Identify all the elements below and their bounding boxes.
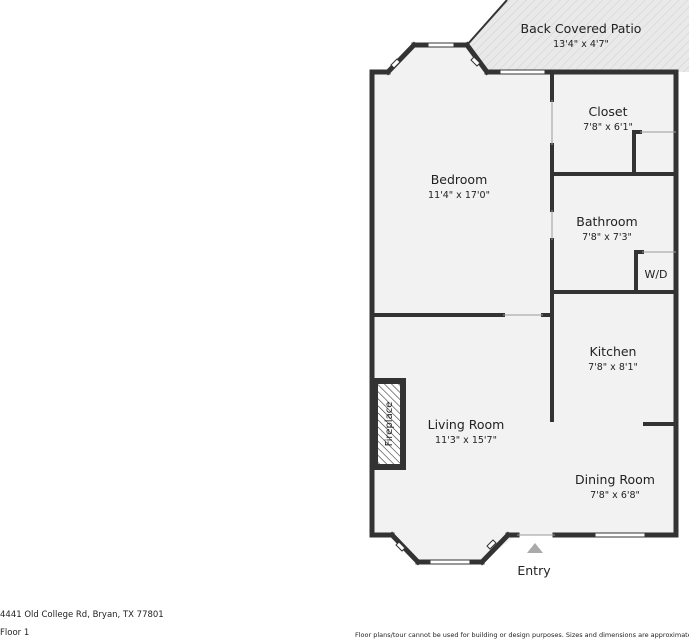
living-dims: 11'3" x 15'7" xyxy=(435,435,497,446)
bathroom-name: Bathroom xyxy=(576,214,637,229)
dining-name: Dining Room xyxy=(575,472,655,487)
entry-label: Entry xyxy=(517,563,551,578)
wd-label: W/D xyxy=(644,268,667,281)
closet-name: Closet xyxy=(589,104,628,119)
entry-arrow-icon xyxy=(527,543,543,553)
bathroom-dims: 7'8" x 7'3" xyxy=(582,232,632,243)
floor-label: Floor 1 xyxy=(0,628,30,638)
patio-edge xyxy=(466,0,508,46)
patio-dims: 13'4" x 4'7" xyxy=(553,39,609,50)
property-address: 4441 Old College Rd, Bryan, TX 77801 xyxy=(0,610,164,620)
disclaimer-text: Floor plans/tour cannot be used for buil… xyxy=(355,631,689,639)
fireplace-label: Fireplace xyxy=(384,402,395,447)
bedroom-name: Bedroom xyxy=(431,172,488,187)
windows xyxy=(390,42,646,565)
exterior-walls xyxy=(369,41,679,566)
kitchen-name: Kitchen xyxy=(590,344,637,359)
kitchen-dims: 7'8" x 8'1" xyxy=(588,362,638,373)
interior-walls xyxy=(370,70,678,426)
closet-dims: 7'8" x 6'1" xyxy=(583,122,633,133)
fireplace: Fireplace xyxy=(372,378,406,470)
door-openings xyxy=(503,100,676,536)
bedroom-dims: 11'4" x 17'0" xyxy=(428,190,490,201)
living-name: Living Room xyxy=(428,417,505,432)
patio-area xyxy=(467,0,689,72)
patio-name: Back Covered Patio xyxy=(521,21,642,36)
room-labels: Back Covered Patio 13'4" x 4'7" Closet 7… xyxy=(428,21,668,578)
dining-dims: 7'8" x 6'8" xyxy=(590,490,640,501)
